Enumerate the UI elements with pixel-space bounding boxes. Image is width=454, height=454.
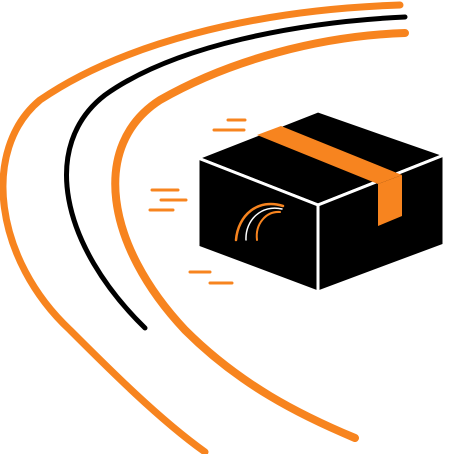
black-swoosh [64,14,408,331]
box-emblem [234,202,285,242]
outer-orange-swoosh [0,1,404,454]
speed-swooshes [0,1,409,454]
box-tape-top [257,126,402,184]
box-tape-side [378,175,402,226]
inner-orange-swoosh [111,29,409,442]
motion-dashes [148,118,247,285]
delivery-box-icon [196,109,446,294]
